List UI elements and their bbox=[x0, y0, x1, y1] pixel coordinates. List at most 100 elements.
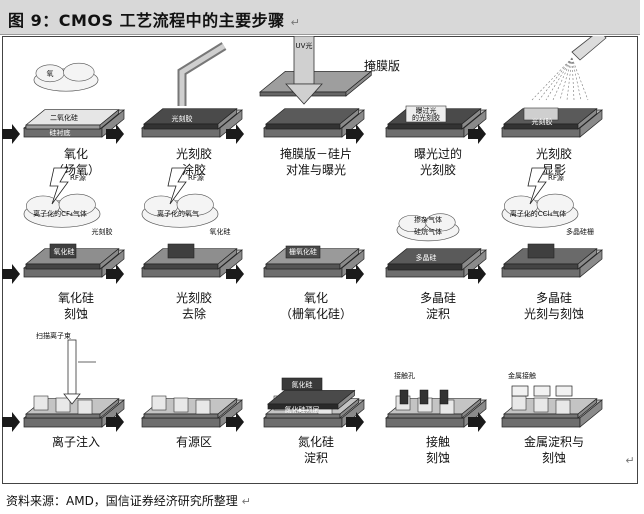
figure-title-bar: 图 9：CMOS 工艺流程中的主要步骤 ↵ bbox=[0, 0, 640, 35]
label: RF源 bbox=[548, 173, 564, 182]
ion-beam bbox=[68, 340, 76, 394]
source-note: 资料来源：AMD，国信证券经济研究所整理 ↵ bbox=[6, 492, 251, 509]
developer-spray bbox=[567, 58, 572, 100]
device-region bbox=[34, 396, 48, 410]
flow-arrow-lead bbox=[2, 124, 20, 144]
field-oxide-front bbox=[266, 264, 340, 269]
label: UV光 bbox=[296, 41, 313, 50]
step-caption: 淀积 bbox=[304, 451, 328, 465]
pattern-feature bbox=[528, 244, 554, 258]
step-caption: 光刻胶 bbox=[536, 146, 572, 161]
wafer-front bbox=[142, 128, 220, 137]
step-caption: 曝光过的 bbox=[414, 146, 462, 161]
label: 金属接触 bbox=[508, 371, 536, 380]
dispense-nozzle bbox=[182, 46, 224, 106]
label: 氧化硅 bbox=[210, 227, 231, 236]
film-layer-front bbox=[26, 264, 100, 269]
wafer-front bbox=[502, 128, 580, 137]
oxygen-cloud-puff-b bbox=[63, 63, 94, 81]
device-region bbox=[534, 398, 548, 412]
label: 离子化的氧气 bbox=[157, 209, 199, 218]
process-step-3: UV光掩膜版掩膜版－硅片对准与曝光 bbox=[260, 36, 400, 177]
developer-spray bbox=[553, 58, 572, 100]
step-caption: 有源区 bbox=[176, 435, 212, 449]
wafer-front bbox=[264, 418, 342, 427]
step-caption: 光刻与刻蚀 bbox=[524, 307, 584, 321]
step-caption: 光刻胶 bbox=[176, 146, 212, 161]
device-region bbox=[78, 400, 92, 414]
process-step-8: 栅氧化硅氧化（栅氧化硅） bbox=[264, 246, 364, 321]
label: 氧化硅 bbox=[54, 247, 75, 256]
step-caption: 刻蚀 bbox=[542, 451, 566, 465]
label: 硅衬底 bbox=[50, 128, 71, 137]
label: 离子化的CF₄气体 bbox=[33, 209, 87, 218]
polysilicon-layer-front bbox=[388, 264, 462, 270]
source-text: 资料来源：AMD，国信证券经济研究所整理 bbox=[6, 494, 238, 508]
step-caption: 氧化硅 bbox=[58, 291, 94, 305]
device-region bbox=[512, 396, 526, 410]
process-step-9: 掺杂气体硅烷气体多晶硅多晶硅淀积 bbox=[386, 214, 486, 321]
label: 光刻胶 bbox=[532, 117, 553, 126]
film-layer-front bbox=[144, 264, 218, 269]
step-caption: 氧化 bbox=[64, 147, 88, 161]
wafer-front bbox=[264, 128, 342, 137]
active-layer-front bbox=[266, 414, 340, 418]
pattern-feature bbox=[168, 244, 194, 258]
device-region bbox=[56, 398, 70, 412]
metal-contact bbox=[534, 386, 550, 396]
label: 掺杂气体 bbox=[414, 215, 442, 224]
step-caption: 接触 bbox=[426, 434, 450, 449]
step-caption: （栅氧化硅） bbox=[280, 306, 352, 321]
figure-title-text: 图 9：CMOS 工艺流程中的主要步骤 bbox=[8, 11, 285, 30]
device-region bbox=[556, 400, 570, 414]
step-caption: 去除 bbox=[182, 306, 206, 321]
step-caption: 对准与曝光 bbox=[286, 163, 346, 177]
flow-arrow-lead bbox=[2, 264, 20, 284]
developer-spray bbox=[572, 58, 574, 100]
label: RF源 bbox=[188, 173, 204, 182]
photoresist-layer-front bbox=[388, 124, 462, 129]
flow-arrow-lead bbox=[2, 412, 20, 432]
developer-spray bbox=[572, 58, 581, 100]
device-region bbox=[196, 400, 210, 414]
step-caption: 刻蚀 bbox=[64, 307, 88, 321]
metal-contact bbox=[512, 386, 528, 396]
step-caption: 淀积 bbox=[426, 307, 450, 321]
label: 扫描离子束 bbox=[36, 331, 71, 340]
label: RF源 bbox=[70, 173, 86, 182]
contact-hole bbox=[420, 390, 428, 404]
metal-contact bbox=[556, 386, 572, 396]
wafer-front bbox=[142, 418, 220, 427]
developer-spray bbox=[539, 58, 572, 100]
active-layer-front bbox=[504, 414, 578, 418]
return-mark: ↵ bbox=[291, 16, 301, 29]
label: 多晶硅 bbox=[416, 253, 437, 262]
figure-title: 图 9：CMOS 工艺流程中的主要步骤 ↵ bbox=[8, 7, 300, 31]
step-caption: 氮化硅 bbox=[298, 434, 334, 449]
label: 多晶硅栅 bbox=[566, 227, 594, 236]
active-layer-front bbox=[388, 414, 462, 418]
step-caption: 金属淀积与 bbox=[524, 434, 584, 449]
photoresist-layer-front bbox=[144, 124, 218, 129]
device-region bbox=[152, 396, 166, 410]
photoresist-layer-front bbox=[266, 124, 340, 129]
label: 氮化硅顶层 bbox=[285, 405, 320, 414]
step-caption: 掩膜版－硅片 bbox=[280, 147, 352, 161]
step-caption: 光刻胶 bbox=[420, 162, 456, 177]
device-region bbox=[174, 398, 188, 412]
film-layer-front bbox=[504, 264, 578, 269]
contact-hole bbox=[400, 390, 408, 404]
step-caption: 刻蚀 bbox=[426, 451, 450, 465]
step-caption: 光刻胶 bbox=[176, 290, 212, 305]
label: 光刻胶 bbox=[92, 227, 113, 236]
label: 的光刻胶 bbox=[412, 113, 440, 122]
spray-nozzle bbox=[572, 36, 606, 60]
label: 离子化的CCl₄气体 bbox=[510, 209, 567, 218]
label: 栅氧化硅 bbox=[289, 247, 317, 256]
